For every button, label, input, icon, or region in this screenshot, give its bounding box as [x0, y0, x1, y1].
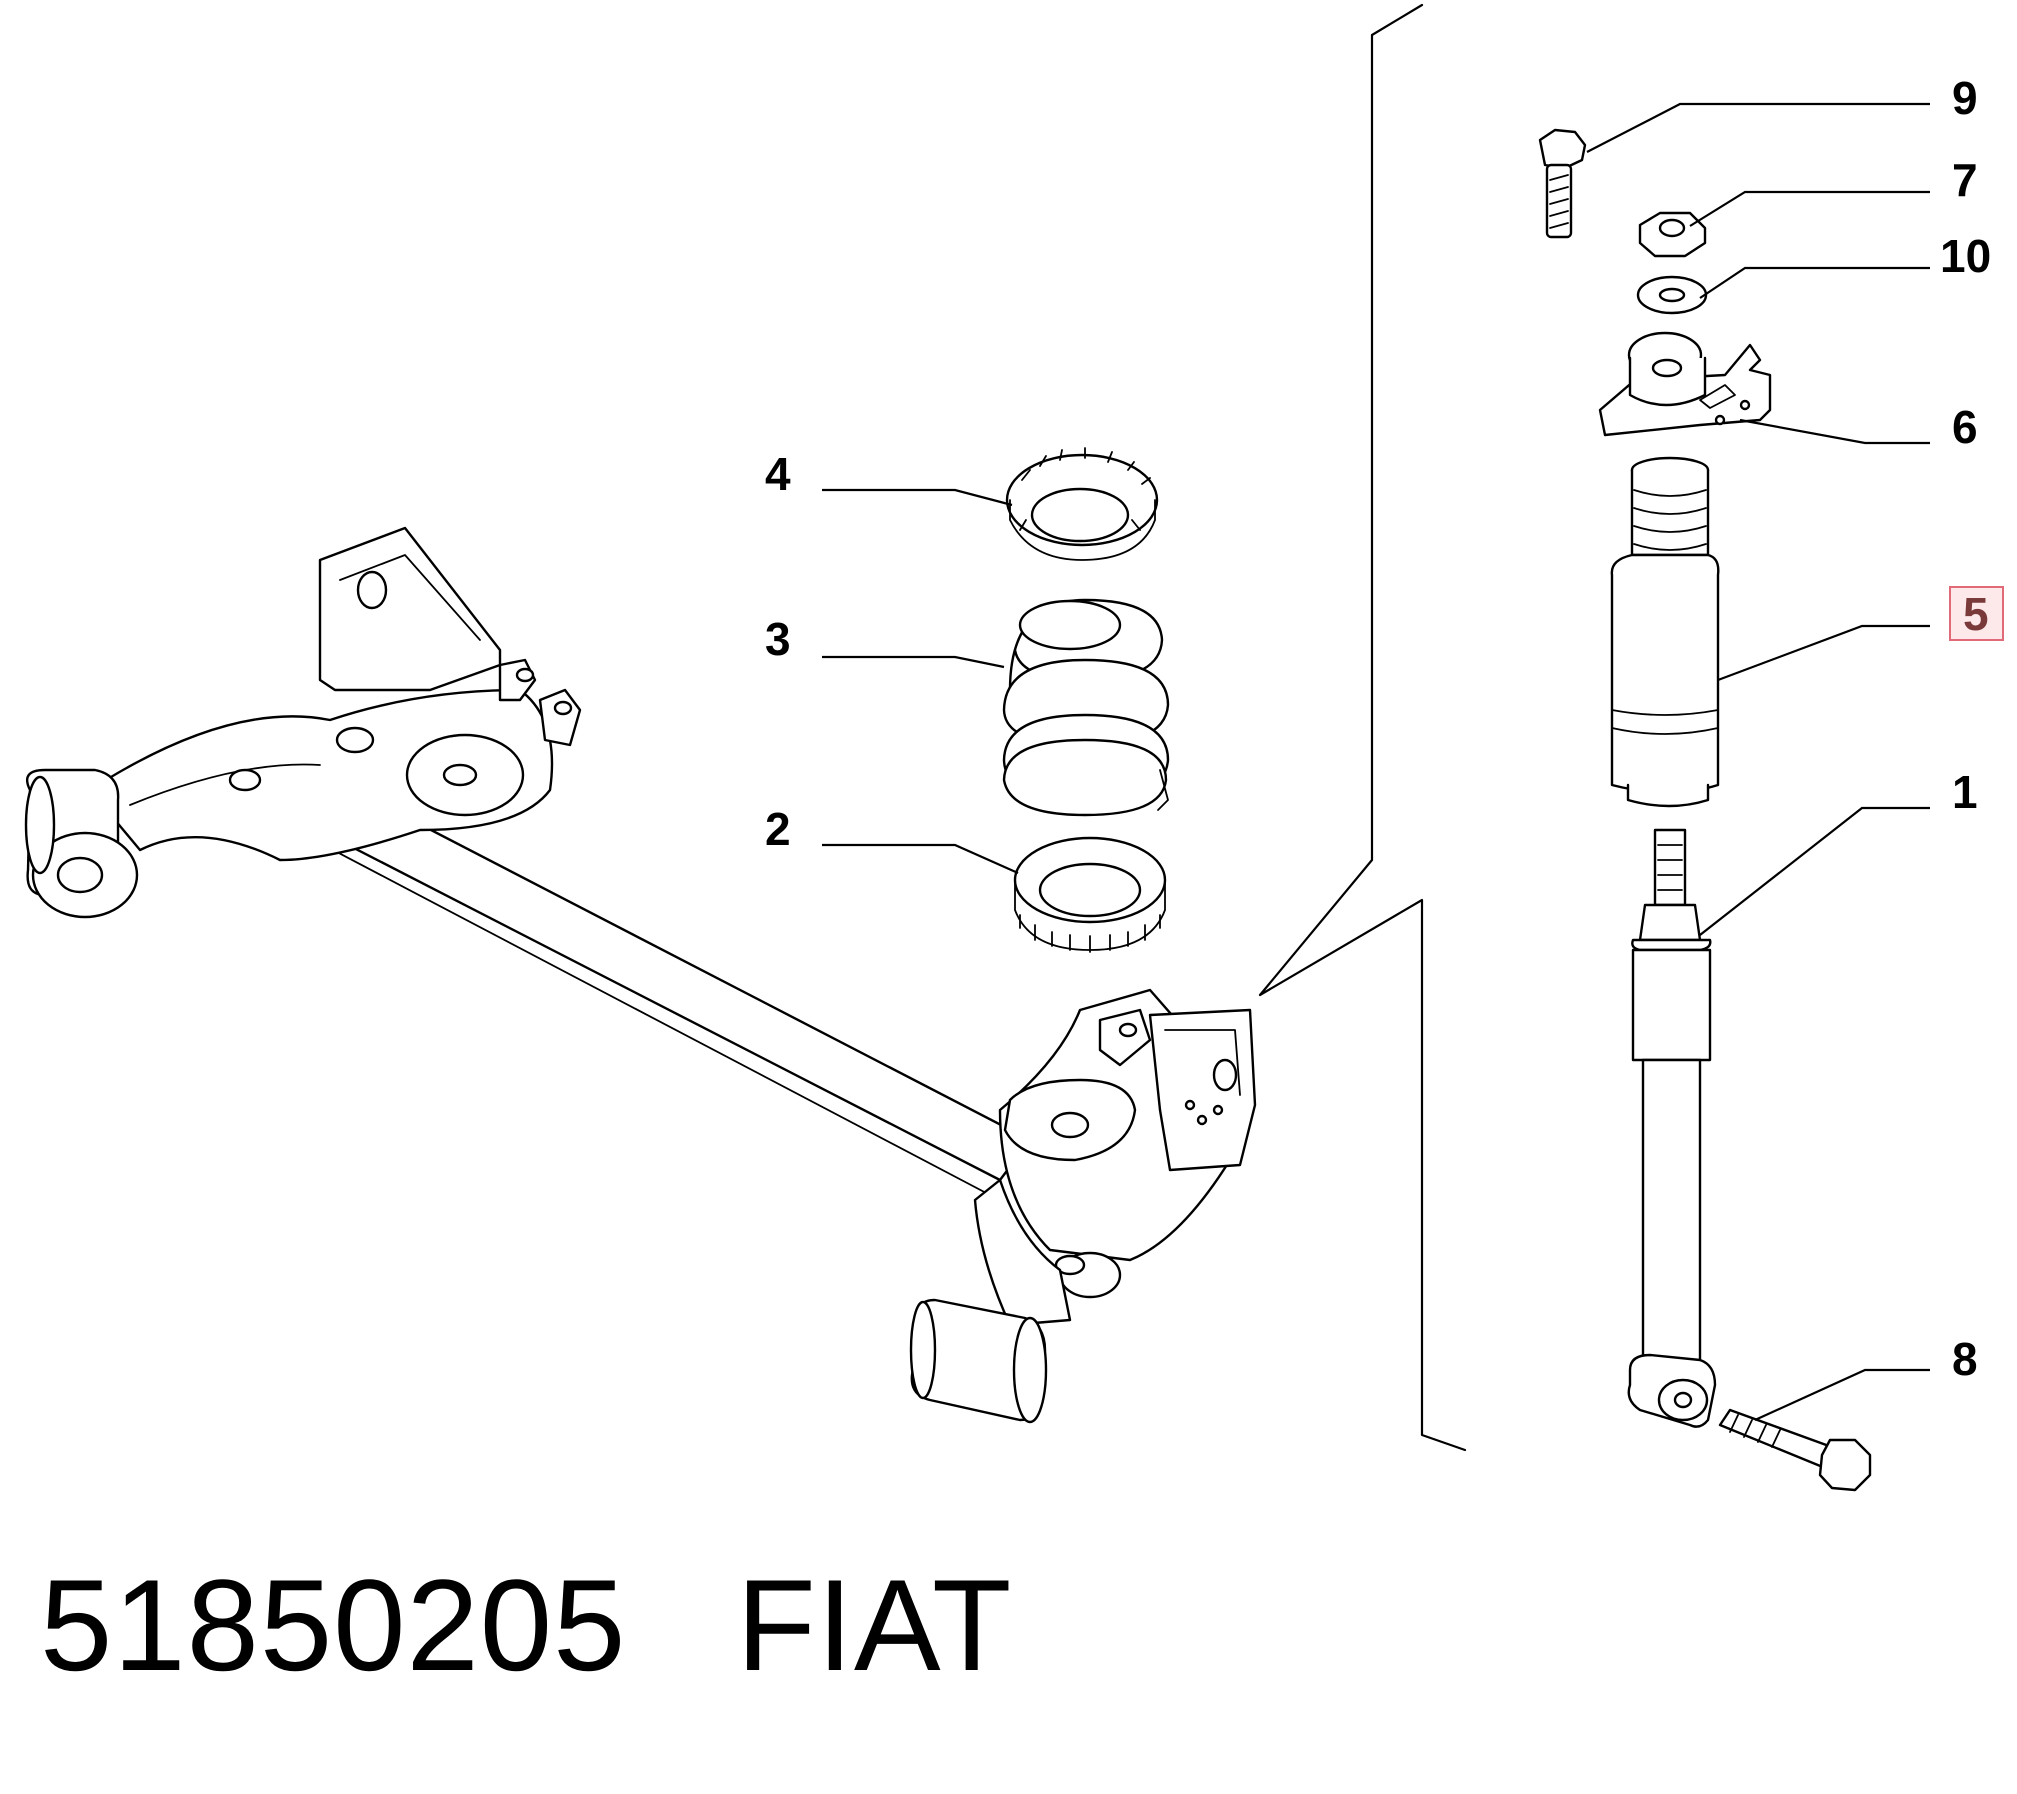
part-1-shock-absorber	[1627, 828, 1717, 1428]
brand-name: FIAT	[736, 1552, 1013, 1698]
callout-10: 10	[1940, 230, 1991, 282]
callout-6: 6	[1952, 401, 1978, 453]
part-number: 51850205	[40, 1552, 627, 1698]
callout-4: 4	[765, 448, 791, 500]
part-9-top-bolt	[1538, 128, 1587, 239]
group-bracket-line	[1258, 3, 1467, 1452]
part-5-bump-stop-boot	[1610, 456, 1720, 808]
callout-3: 3	[765, 613, 791, 665]
callout-5: 5	[1963, 588, 1989, 640]
highlight-box-callout-5	[1949, 586, 2004, 641]
callout-7: 7	[1952, 154, 1978, 206]
callout-1: 1	[1952, 766, 1978, 818]
part-2-lower-spring-seat	[1013, 836, 1167, 953]
callout-2: 2	[765, 803, 791, 855]
part-7-nut	[1638, 211, 1707, 258]
part-4-upper-spring-seat	[1005, 447, 1159, 561]
leader-lines	[822, 102, 1930, 1422]
callout-9: 9	[1952, 72, 1978, 124]
part-10-washer	[1636, 275, 1708, 315]
callout-8: 8	[1952, 1333, 1978, 1385]
part-3-coil-spring	[1002, 598, 1170, 817]
rear-axle-beam-drawing	[24, 526, 1257, 1424]
part-6-upper-mount	[1598, 331, 1772, 437]
part-8-lower-bolt	[1718, 1408, 1872, 1492]
